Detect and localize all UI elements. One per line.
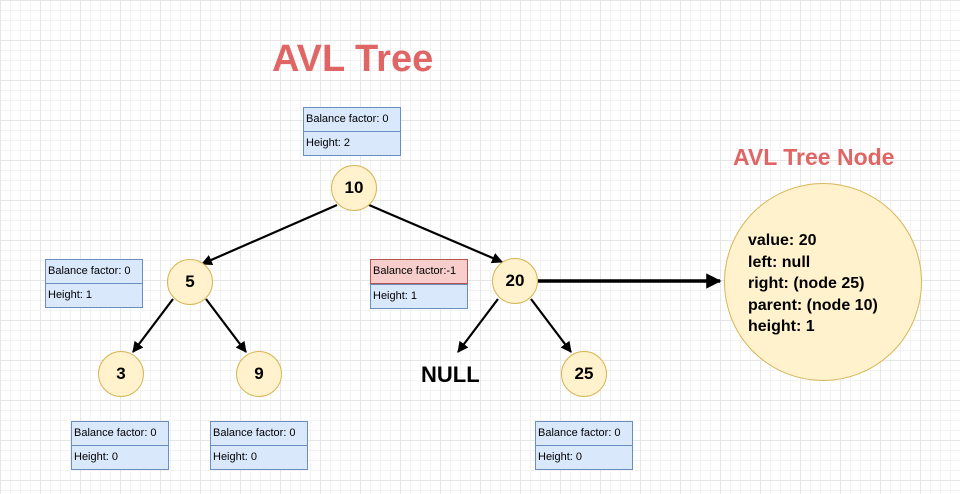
info-box-node-10: Balance factor: 0 Height: 2 (303, 107, 401, 156)
tree-node-25: 25 (561, 351, 607, 397)
height-label: Height: 2 (303, 132, 401, 156)
field-right: right: (node 25) (748, 275, 865, 292)
node-detail-title: AVL Tree Node (733, 144, 895, 170)
balance-factor-label: Balance factor: 0 (210, 421, 308, 446)
balance-factor-label: Balance factor: 0 (303, 107, 401, 132)
page-title: AVL Tree (272, 38, 434, 80)
node-detail-fields: value: 20 left: null right: (node 25) pa… (748, 230, 878, 338)
tree-node-9: 9 (236, 351, 282, 397)
balance-factor-label: Balance factor: 0 (71, 421, 169, 446)
field-height: height: 1 (748, 318, 815, 335)
info-box-node-25: Balance factor: 0 Height: 0 (535, 421, 633, 470)
balance-factor-label: Balance factor: 0 (45, 259, 143, 284)
height-label: Height: 1 (370, 284, 468, 309)
tree-node-3: 3 (98, 351, 144, 397)
height-label: Height: 0 (71, 446, 169, 470)
balance-factor-label: Balance factor: 0 (535, 421, 633, 446)
info-box-node-5: Balance factor: 0 Height: 1 (45, 259, 143, 308)
null-child-label: NULL (421, 362, 480, 387)
edge-5-to-3 (132, 298, 174, 353)
height-label: Height: 1 (45, 284, 143, 308)
info-box-node-20: Balance factor:-1 Height: 1 (370, 259, 468, 309)
height-label: Height: 0 (535, 446, 633, 470)
edge-20-to-null (457, 298, 499, 353)
node-detail-circle: value: 20 left: null right: (node 25) pa… (724, 183, 922, 381)
edge-10-to-5 (200, 203, 338, 266)
field-parent: parent: (node 10) (748, 296, 878, 314)
balance-factor-label: Balance factor:-1 (370, 259, 468, 284)
tree-node-10: 10 (331, 165, 377, 211)
edge-20-to-25 (530, 298, 572, 353)
field-left: left: null (748, 253, 811, 271)
edge-5-to-9 (205, 298, 247, 353)
info-box-node-9: Balance factor: 0 Height: 0 (210, 421, 308, 470)
field-value: value: 20 (748, 232, 817, 249)
height-label: Height: 0 (210, 446, 308, 470)
info-box-node-3: Balance factor: 0 Height: 0 (71, 421, 169, 470)
tree-node-5: 5 (167, 259, 213, 305)
edge-10-to-20 (368, 203, 504, 264)
tree-node-20: 20 (492, 258, 538, 304)
